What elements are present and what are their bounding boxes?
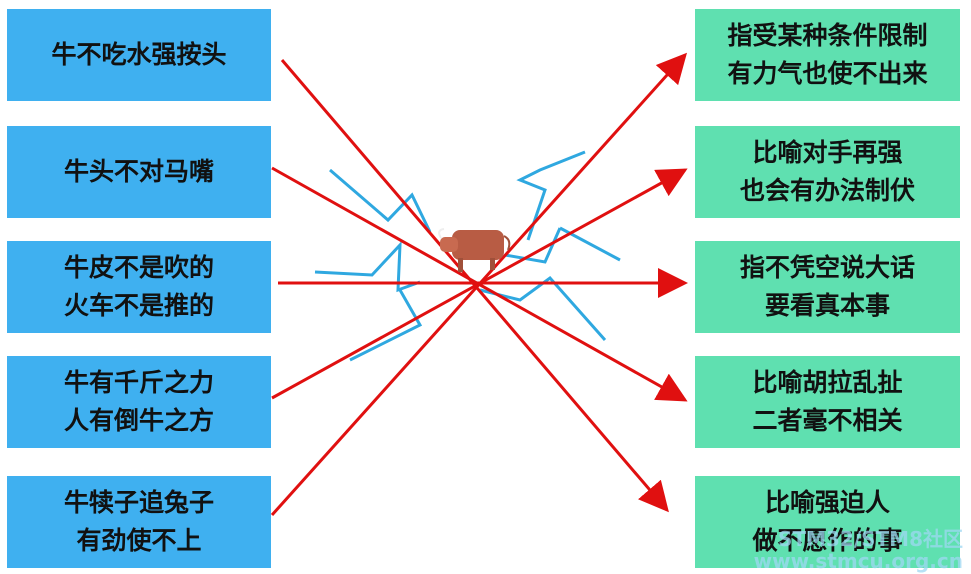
meaning-line: 要看真本事 (764, 291, 890, 320)
meaning-box-5[interactable]: 比喻强迫人 做不愿作的事 (695, 476, 960, 568)
meaning-line: 也会有办法制伏 (739, 176, 915, 205)
meaning-line: 指不凭空说大话 (739, 253, 915, 282)
meaning-line: 指受某种条件限制 (727, 21, 928, 50)
idiom-line: 牛犊子追兔子 (63, 488, 214, 517)
idiom-box-3[interactable]: 牛皮不是吹的 火车不是推的 (7, 241, 271, 333)
connection-arrow-5 (270, 52, 688, 517)
idiom-line: 有劲使不上 (76, 526, 202, 555)
meaning-line: 有力气也使不出来 (727, 59, 928, 88)
bull-icon (438, 228, 511, 272)
watermark-line: STM32/STM8社区 (778, 527, 963, 551)
idiom-box-2[interactable]: 牛头不对马嘴 (7, 126, 271, 218)
idiom-line: 牛有千斤之力 (63, 368, 214, 397)
idiom-line: 牛头不对马嘴 (63, 157, 214, 186)
meaning-box-3[interactable]: 指不凭空说大话 要看真本事 (695, 241, 960, 333)
idiom-box-1[interactable]: 牛不吃水强按头 (7, 9, 271, 101)
idiom-line: 火车不是推的 (63, 291, 214, 320)
idiom-box-4[interactable]: 牛有千斤之力 人有倒牛之方 (7, 356, 271, 448)
meaning-line: 比喻强迫人 (764, 488, 890, 517)
idiom-box-5[interactable]: 牛犊子追兔子 有劲使不上 (7, 476, 271, 568)
meaning-box-2[interactable]: 比喻对手再强 也会有办法制伏 (695, 126, 960, 218)
meaning-line: 比喻对手再强 (752, 138, 903, 167)
idiom-line: 人有倒牛之方 (63, 406, 214, 435)
meaning-box-1[interactable]: 指受某种条件限制 有力气也使不出来 (695, 9, 960, 101)
watermark: STM32/STM8社区 www.stmcu.org.cn (754, 528, 963, 572)
meaning-box-4[interactable]: 比喻胡拉乱扯 二者毫不相关 (695, 356, 960, 448)
idiom-line: 牛皮不是吹的 (63, 253, 214, 282)
meaning-line: 比喻胡拉乱扯 (752, 368, 903, 397)
meaning-line: 二者毫不相关 (752, 406, 903, 435)
arrow-group (270, 52, 688, 517)
watermark-line: www.stmcu.org.cn (753, 549, 963, 573)
meaning-line: 做不愿作的事 (752, 526, 903, 555)
idiom-line: 牛不吃水强按头 (51, 40, 227, 69)
